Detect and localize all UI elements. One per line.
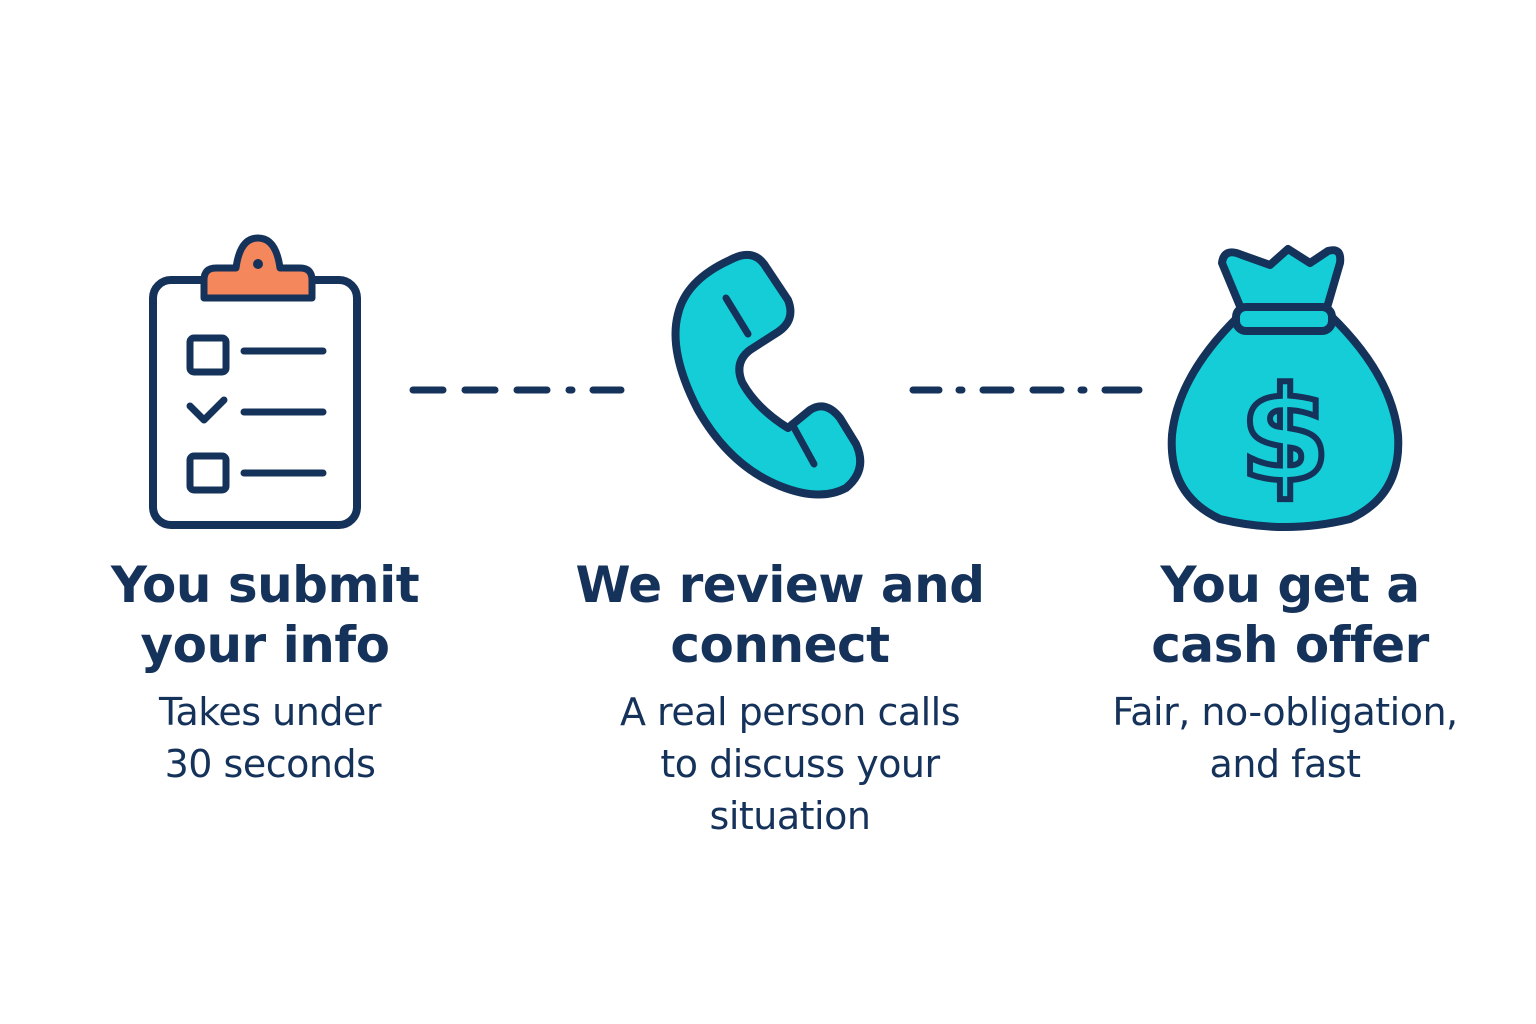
step-description-line: 30 seconds	[164, 742, 376, 786]
step-title: You submit your info	[80, 555, 450, 675]
step-title-line: You submit	[110, 556, 420, 614]
money-bag-icon: $	[1160, 235, 1410, 535]
svg-text:$: $	[1240, 359, 1330, 511]
step-description-line: and fast	[1209, 742, 1361, 786]
step-title-line: You get a	[1160, 556, 1420, 614]
dash-dot-connector	[905, 378, 1150, 406]
clipboard-checklist-icon	[140, 228, 370, 538]
step-description: Fair, no-obligation, and fast	[1095, 686, 1475, 790]
step-title-line: cash offer	[1151, 616, 1429, 674]
phone-handset-icon	[660, 240, 880, 510]
step-title: We review and connect	[570, 555, 990, 675]
step-description: A real person calls to discuss your situ…	[590, 686, 990, 842]
step-description-line: Takes under	[159, 690, 381, 734]
step-description-line: Fair, no-obligation,	[1112, 690, 1458, 734]
step-description-line: to discuss your	[660, 742, 940, 786]
step-title-line: We review and	[575, 556, 985, 614]
dash-dot-connector	[405, 378, 630, 406]
step-description: Takes under 30 seconds	[80, 686, 460, 790]
step-title: You get a cash offer	[1110, 555, 1470, 675]
step-description-line: A real person calls	[619, 690, 961, 734]
step-title-line: connect	[670, 616, 890, 674]
step-title-line: your info	[140, 616, 390, 674]
step-description-line: situation	[709, 794, 871, 838]
